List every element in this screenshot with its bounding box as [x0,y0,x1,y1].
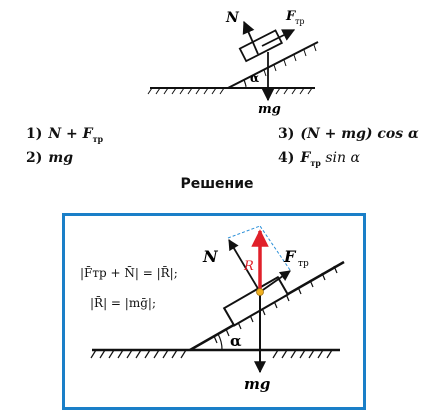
solution-label-alpha: α [230,332,242,350]
ground-surface [147,87,315,95]
solution-label-F-sub: тр [298,259,309,269]
solution-ground [90,348,340,359]
solution-heading: Решение [180,176,254,192]
friction-arrow [261,29,296,47]
solution-angle-arc [217,333,223,351]
label-F-sub: тр [295,17,305,26]
option-1: 1)N + Fтр [26,126,104,144]
center-of-mass-dot [256,288,264,296]
label-mg: mg [258,102,281,117]
top-diagram: N F тр α mg [147,9,319,117]
solution-frame [62,213,366,410]
solution-label-N: N [202,247,219,266]
equation-1: |F̄тр + N̄| = |R̄|; [80,266,178,280]
option-3: 3)(N + mg) cos α [278,126,419,142]
equation-2: |R̄| = |mḡ|; [90,296,156,310]
option-2: 2)mg [26,150,73,166]
label-alpha: α [250,71,259,85]
solution-label-mg: mg [244,375,270,393]
solution-label-R: R [243,259,254,274]
solution-normal-arrow [228,239,261,293]
option-4: 4)Fтр sin α [278,150,360,168]
label-N: N [225,10,240,26]
solution-label-F: F [283,247,297,266]
vector-parallelogram [227,225,291,271]
solution-friction-arrow [259,270,291,293]
angle-arc [243,79,247,89]
normal-arrow [242,20,259,55]
label-F: F [285,9,296,24]
